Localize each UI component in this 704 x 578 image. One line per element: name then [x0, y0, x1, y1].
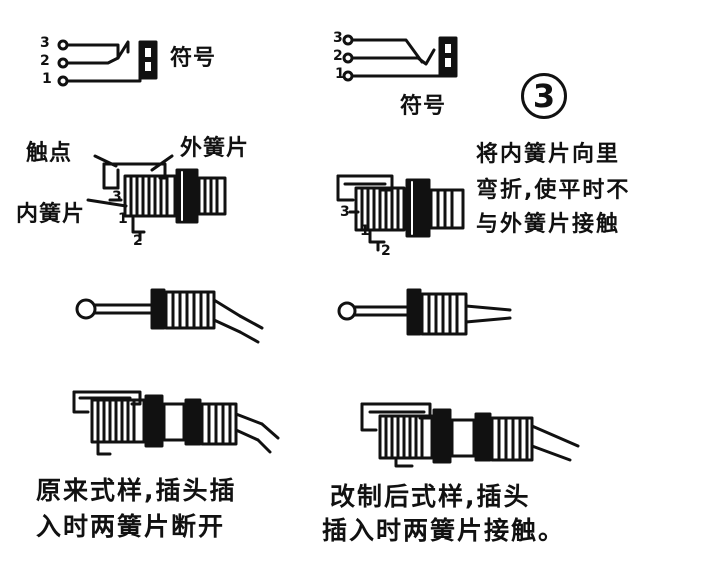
pin-label-1: 1: [335, 66, 345, 82]
modification-note-line-1: 将内簧片向里: [476, 142, 621, 167]
pin-label-2: 2: [40, 53, 50, 69]
lug-label-3: 3: [112, 189, 122, 205]
outer-spring-label: 外簧片: [180, 136, 250, 161]
schematic-symbol-modified: [342, 34, 458, 82]
pin-label-1: 1: [42, 71, 52, 87]
symbol-label: 符号: [170, 46, 217, 71]
lug-label-1: 1: [118, 211, 128, 227]
pin-label-2: 2: [333, 48, 343, 64]
original-jack-drawing: [86, 154, 227, 242]
caption-original-line-2: 入时两簧片断开: [36, 512, 226, 541]
symbol-label: 符号: [400, 94, 447, 119]
plug-left: [75, 288, 264, 344]
assembled-modified: [360, 402, 580, 468]
pin-label-3: 3: [333, 30, 343, 46]
modified-jack-drawing: [336, 174, 465, 252]
modification-note-line-2: 弯折,使平时不: [476, 178, 631, 203]
lug-label-3: 3: [340, 204, 350, 220]
caption-original-line-1: 原来式样,插头插: [36, 476, 237, 505]
modification-note-line-3: 与外簧片接触: [476, 212, 621, 237]
lug-label-1: 1: [360, 223, 370, 239]
plug-right: [337, 288, 512, 336]
caption-modified-line-2: 插入时两簧片接触。: [322, 516, 566, 545]
inner-spring-label: 内簧片: [16, 202, 86, 227]
lug-label-2: 2: [381, 243, 391, 259]
lug-label-2: 2: [133, 233, 143, 249]
contact-label: 触点: [26, 141, 73, 166]
pin-label-3: 3: [40, 35, 50, 51]
schematic-symbol-original: [57, 39, 158, 87]
caption-modified-line-1: 改制后式样,插头: [330, 482, 531, 511]
step-number-badge: 3: [521, 73, 567, 119]
assembled-original: [72, 390, 280, 456]
